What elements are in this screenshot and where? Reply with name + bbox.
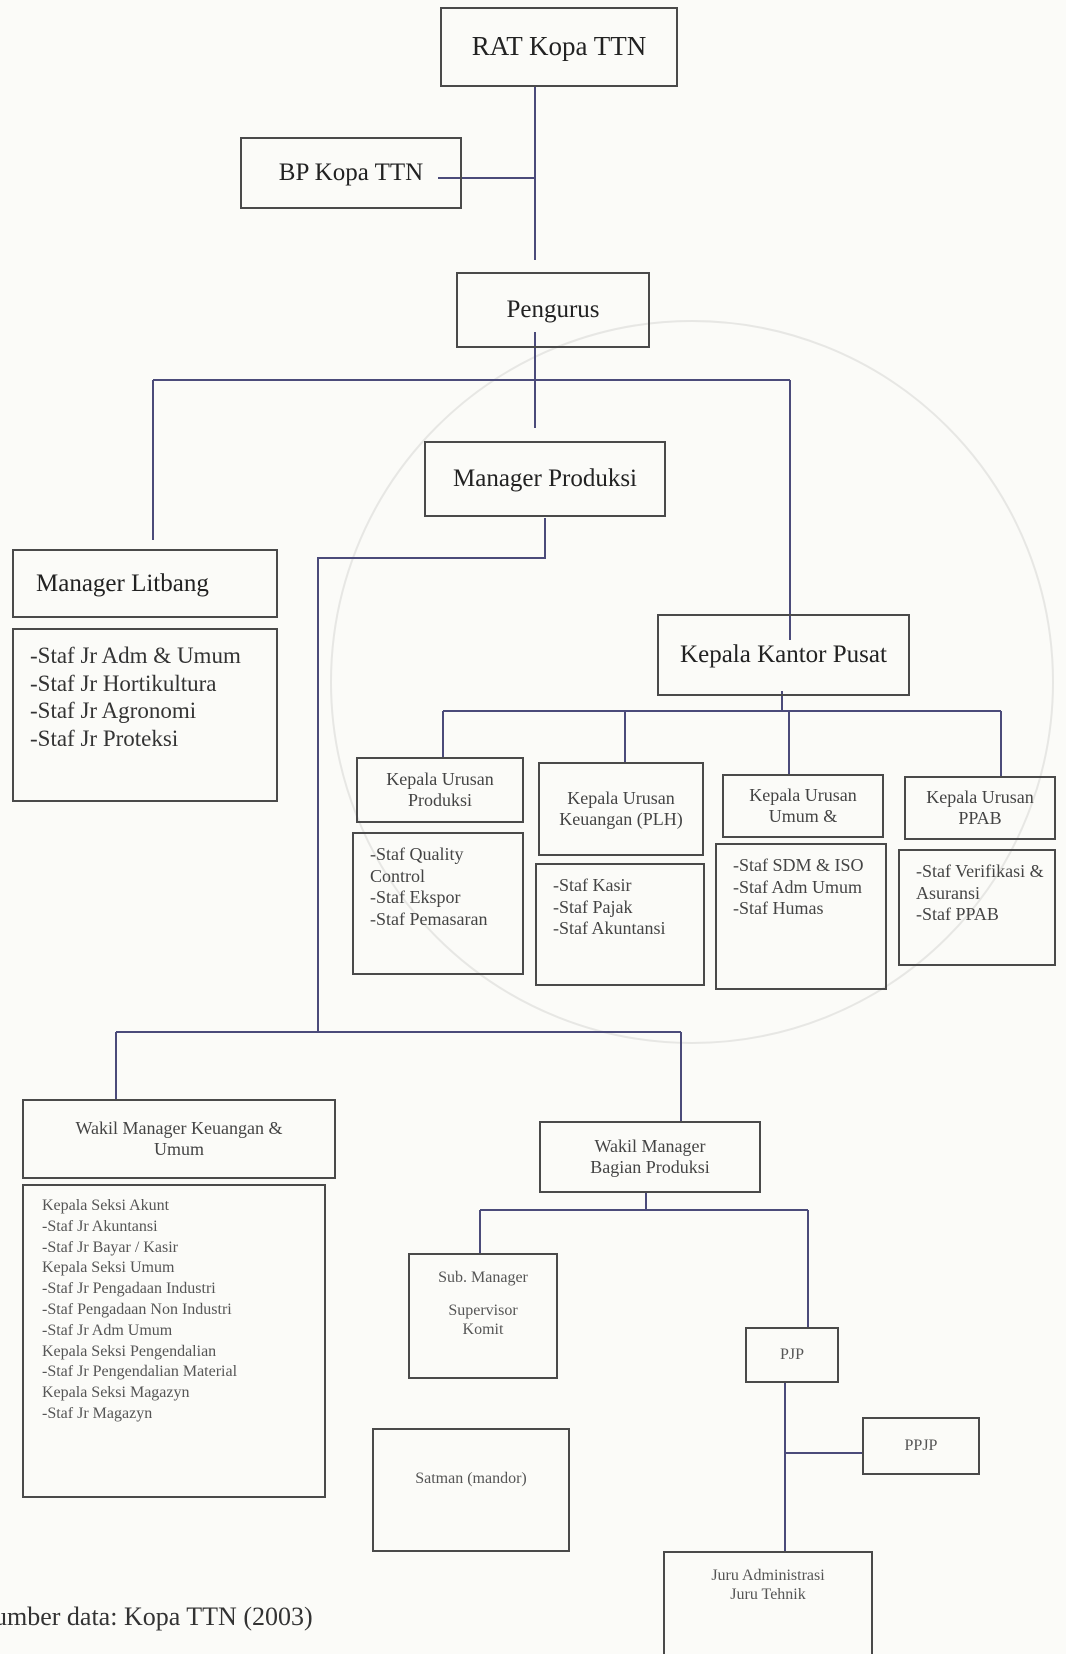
list-item: Kepala Seksi Akunt (42, 1197, 170, 1214)
list-item: -Staf Verifikasi & Asuransi (916, 861, 1044, 903)
wakil-keuangan-staff-list: Kepala Seksi Akunt -Staf Jr Akuntansi -S… (22, 1184, 326, 1498)
node-sub-manager: Sub. Manager Supervisor Komit (408, 1253, 558, 1379)
produksi-staff-list: -Staf Quality Control -Staf Ekspor -Staf… (352, 832, 524, 975)
node-satman: Satman (mandor) (372, 1428, 570, 1552)
source-note: umber data: Kopa TTN (2003) (0, 1602, 313, 1631)
list-item: Kepala Seksi Pengendalian (42, 1342, 217, 1360)
list-item: -Staf Jr Magazyn (42, 1404, 153, 1422)
list-item: Kepala Seksi Magazyn (42, 1384, 190, 1402)
connector-produksi-trunk (317, 518, 546, 1032)
sub-manager-label: Sub. Manager (438, 1269, 528, 1286)
node-juru: Juru Administrasi Juru Tehnik (663, 1551, 873, 1654)
node-kepala-urusan-umum: Kepala Urusan Umum & (722, 774, 884, 838)
node-wakil-manager-produksi: Wakil Manager Bagian Produksi (539, 1121, 761, 1193)
keuangan-staff-list: -Staf Kasir -Staf Pajak -Staf Akuntansi (535, 863, 705, 986)
umum-staff-list: -Staf SDM & ISO -Staf Adm Umum -Staf Hum… (715, 843, 887, 990)
node-pjp: PJP (745, 1327, 839, 1383)
node-pengurus: Pengurus (456, 272, 650, 348)
list-item: -Staf Jr Pengadaan Industri (42, 1280, 216, 1298)
node-bp: BP Kopa TTN (240, 137, 462, 209)
node-kepala-urusan-ppab: Kepala Urusan PPAB (904, 776, 1056, 840)
juru-admin-label: Juru Administrasi (711, 1567, 825, 1584)
node-ppjp: PPJP (862, 1417, 980, 1475)
list-item: -Staf Jr Agronomi (30, 698, 197, 724)
list-item: -Staf Jr Bayar / Kasir (42, 1238, 178, 1256)
juru-tehnik-label: Juru Tehnik (730, 1585, 806, 1603)
list-item: -Staf Jr Akuntansi (42, 1217, 158, 1235)
node-rat: RAT Kopa TTN (440, 7, 678, 87)
list-item: -Staf Jr Hortikultura (30, 670, 217, 696)
node-manager-produksi: Manager Produksi (424, 441, 666, 517)
node-wakil-manager-keuangan: Wakil Manager Keuangan & Umum (22, 1099, 336, 1179)
list-item: -Staf PPAB (916, 904, 999, 925)
node-kepala-urusan-keuangan: Kepala Urusan Keuangan (PLH) (538, 762, 704, 856)
list-item: -Staf Ekspor (370, 887, 461, 908)
list-item: -Staf Pajak (553, 896, 633, 917)
list-item: -Staf Pengadaan Non Industri (42, 1300, 232, 1318)
list-item: -Staf Adm Umum (733, 876, 862, 897)
list-item: -Staf Jr Proteksi (30, 725, 179, 751)
list-item: -Staf SDM & ISO (733, 855, 864, 875)
list-item: -Staf Jr Pengendalian Material (42, 1363, 238, 1381)
supervisor-label: Supervisor Komit (448, 1301, 518, 1338)
node-kepala-kantor-pusat: Kepala Kantor Pusat (657, 614, 910, 696)
ppab-staff-list: -Staf Verifikasi & Asuransi -Staf PPAB (898, 849, 1056, 966)
list-item: Kepala Seksi Umum (42, 1259, 175, 1277)
list-item: -Staf Humas (733, 898, 824, 919)
node-kepala-urusan-produksi: Kepala Urusan Produksi (356, 757, 524, 823)
node-manager-litbang: Manager Litbang (12, 549, 278, 618)
list-item: -Staf Pemasaran (370, 908, 488, 929)
list-item: -Staf Quality Control (370, 844, 464, 886)
list-item: -Staf Akuntansi (553, 918, 666, 939)
list-item: -Staf Kasir (553, 875, 632, 895)
litbang-staff-list: -Staf Jr Adm & Umum -Staf Jr Hortikultur… (12, 628, 278, 802)
list-item: -Staf Jr Adm Umum (42, 1321, 173, 1339)
list-item: -Staf Jr Adm & Umum (30, 643, 241, 668)
